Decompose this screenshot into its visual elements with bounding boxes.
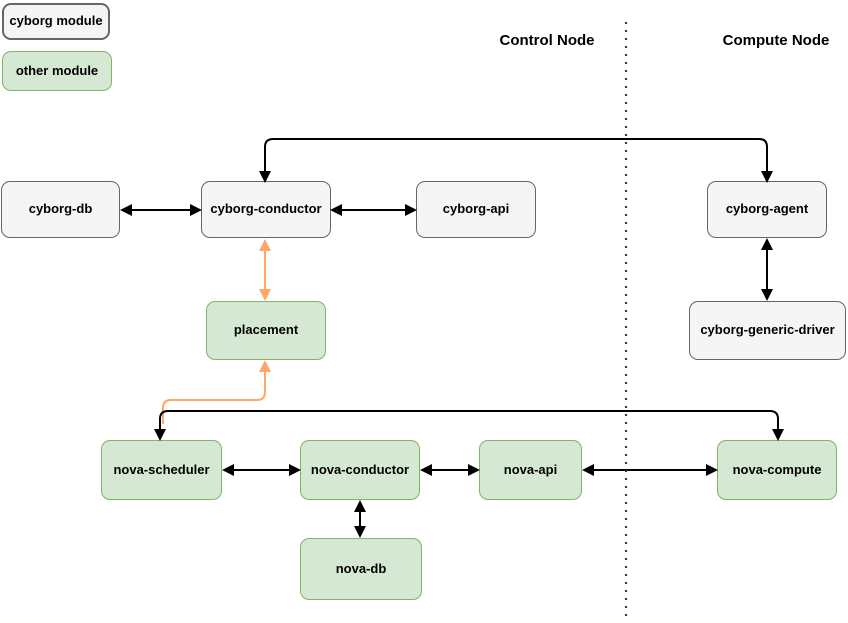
edge-placement--nova-scheduler: [162, 360, 271, 424]
node-cyborg-db: cyborg-db: [1, 181, 120, 238]
node-cyborg-conductor: cyborg-conductor: [201, 181, 331, 238]
edge-cyborg-conductor--cyborg-agent: [259, 138, 773, 183]
node-nova-compute: nova-compute: [717, 440, 837, 500]
node-label: cyborg-api: [442, 201, 510, 217]
node-cyborg-agent: cyborg-agent: [707, 181, 827, 238]
node-cyborg-generic-driver: cyborg-generic-driver: [689, 301, 846, 360]
node-label: cyborg-db: [28, 201, 93, 217]
node-label: nova-conductor: [310, 461, 410, 477]
legend-item-cyborg-module: cyborg module: [2, 3, 110, 40]
node-label: nova-scheduler: [113, 461, 210, 477]
zone-header-control-node: Control Node: [499, 32, 595, 49]
node-label: nova-compute: [732, 461, 822, 477]
node-nova-db: nova-db: [300, 538, 422, 600]
node-label: nova-api: [503, 461, 558, 477]
legend-label: cyborg module: [9, 13, 103, 29]
node-placement: placement: [206, 301, 326, 360]
edge-nova-scheduler--nova-compute: [154, 410, 784, 441]
node-nova-conductor: nova-conductor: [300, 440, 420, 500]
node-cyborg-api: cyborg-api: [416, 181, 536, 238]
node-label: cyborg-conductor: [210, 201, 322, 217]
node-label: placement: [233, 322, 299, 338]
node-nova-api: nova-api: [479, 440, 582, 500]
node-label: cyborg-agent: [725, 201, 809, 217]
node-label: cyborg-generic-driver: [700, 322, 835, 338]
node-label: nova-db: [335, 560, 387, 576]
node-nova-scheduler: nova-scheduler: [101, 440, 222, 500]
legend-label: other module: [15, 62, 99, 78]
legend-item-other-module: other module: [2, 51, 112, 91]
zone-header-compute-node: Compute Node: [722, 32, 830, 49]
